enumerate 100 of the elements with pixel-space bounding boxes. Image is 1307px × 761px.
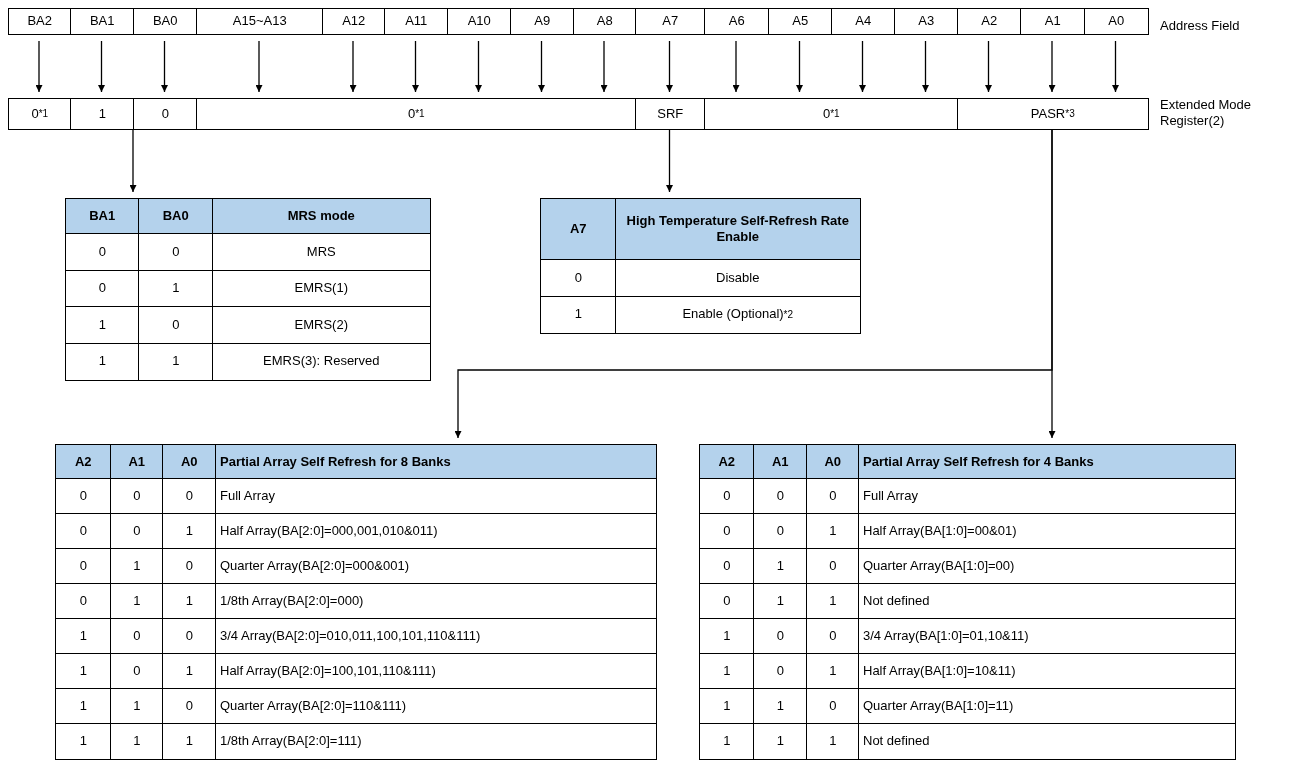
arrow (1048, 40, 1056, 93)
table-cell: Quarter Array(BA[1:0]=11) (858, 688, 1236, 725)
header-cell: A0 (162, 444, 217, 480)
table-cell: MRS (212, 233, 431, 271)
table-cell: Half Array(BA[1:0]=00&01) (858, 513, 1236, 550)
header-cell: MRS mode (212, 198, 431, 235)
table-cell: Not defined (858, 723, 1236, 760)
table-cell: 1 (806, 513, 860, 550)
table-cell: Half Array(BA[2:0]=000,001,010&011) (215, 513, 657, 550)
arrow (922, 40, 929, 93)
arrow (1048, 129, 1056, 439)
table-cell: 1 (753, 548, 808, 585)
header-cell: A0 (806, 444, 860, 480)
table-cell: EMRS(2) (212, 306, 431, 344)
table-cell: 0 (753, 513, 808, 550)
table-cell: 1 (110, 723, 164, 760)
row-label: Extended Mode Register(2) (1160, 97, 1253, 130)
header-cell: Partial Array Self Refresh for 4 Banks (858, 444, 1236, 480)
address-bit-cell: A8 (573, 8, 637, 35)
table-cell: 0 (753, 618, 808, 655)
arrow (35, 40, 43, 93)
arrow (732, 40, 740, 93)
register-bit-field: 1 (70, 98, 135, 130)
table-cell: 1 (162, 513, 217, 550)
table-cell: 1 (138, 342, 214, 381)
register-bit-field: 0 (133, 98, 198, 130)
address-bit-cell: A11 (384, 8, 449, 35)
table-cell: 0 (540, 259, 617, 297)
arrow (475, 40, 482, 93)
table-cell: Full Array (858, 478, 1236, 515)
address-bit-cell: A2 (957, 8, 1022, 35)
header-cell: BA1 (65, 198, 140, 235)
table-cell: Full Array (215, 478, 657, 515)
table-cell: Quarter Array(BA[2:0]=110&111) (215, 688, 657, 725)
table-cell: 1 (162, 653, 217, 690)
table-cell: 1 (55, 653, 112, 690)
table-cell: 0 (55, 513, 112, 550)
table-cell: 1 (162, 723, 217, 760)
table-cell: 1 (110, 548, 164, 585)
table-cell: 1 (753, 583, 808, 620)
table-cell: 1 (540, 295, 617, 334)
table-cell: 1 (55, 688, 112, 725)
table-cell: 0 (110, 618, 164, 655)
table-cell: 1 (699, 688, 755, 725)
table-cell: 0 (806, 478, 860, 515)
table-cell: 0 (162, 548, 217, 585)
table-cell: 1 (65, 342, 140, 381)
table-cell: 1 (699, 653, 755, 690)
arrow (985, 40, 992, 93)
header-cell: Partial Array Self Refresh for 8 Banks (215, 444, 657, 480)
table-cell: 3/4 Array(BA[1:0]=01,10&11) (858, 618, 1236, 655)
header-cell: BA0 (138, 198, 214, 235)
arrow (1112, 40, 1119, 93)
table-cell: 1/8th Array(BA[2:0]=111) (215, 723, 657, 760)
table-cell: 1 (806, 653, 860, 690)
table-cell: EMRS(1) (212, 269, 431, 308)
arrow (796, 40, 803, 93)
table-cell: Not defined (858, 583, 1236, 620)
address-bit-cell: BA0 (133, 8, 198, 35)
table-cell: 0 (806, 548, 860, 585)
row-label: Address Field (1160, 18, 1241, 35)
address-bit-cell: A12 (322, 8, 386, 35)
table-cell: 0 (162, 478, 217, 515)
address-bit-cell: A9 (510, 8, 575, 35)
table-cell: 0 (806, 688, 860, 725)
table-cell: 1 (110, 688, 164, 725)
arrow (129, 129, 137, 193)
table-cell: 0 (55, 548, 112, 585)
table (55, 444, 657, 760)
address-bit-cell: A10 (447, 8, 512, 35)
header-cell: A2 (55, 444, 112, 480)
header-cell: High Temperature Self-Refresh Rate Enable (615, 198, 861, 261)
table-cell: 0 (138, 306, 214, 344)
arrow (349, 40, 357, 93)
table-cell: 0 (110, 653, 164, 690)
table-cell: 0 (753, 653, 808, 690)
table-cell: 0 (699, 548, 755, 585)
table-cell: 1 (65, 306, 140, 344)
header-cell: A1 (110, 444, 164, 480)
address-bit-cell: A7 (635, 8, 706, 35)
address-bit-cell: A4 (831, 8, 896, 35)
arrow (412, 40, 419, 93)
table-cell: 1 (806, 583, 860, 620)
header-cell: A7 (540, 198, 617, 261)
table-cell: Quarter Array(BA[1:0]=00) (858, 548, 1236, 585)
table-cell: 1/8th Array(BA[2:0]=000) (215, 583, 657, 620)
table-cell: Half Array(BA[2:0]=100,101,110&111) (215, 653, 657, 690)
table-cell: 0 (110, 478, 164, 515)
table-cell: 1 (55, 618, 112, 655)
table-cell: 0 (699, 478, 755, 515)
table-cell: 1 (55, 723, 112, 760)
address-bit-cell: BA2 (8, 8, 72, 35)
header-cell: A2 (699, 444, 755, 480)
table-cell: 3/4 Array(BA[2:0]=010,011,100,101,110&111) (215, 618, 657, 655)
table-cell: Quarter Array(BA[2:0]=000&001) (215, 548, 657, 585)
address-bit-cell: A3 (894, 8, 959, 35)
header-cell: A1 (753, 444, 808, 480)
table (699, 444, 1236, 760)
table-cell: 1 (753, 723, 808, 760)
table-cell: 0 (699, 583, 755, 620)
